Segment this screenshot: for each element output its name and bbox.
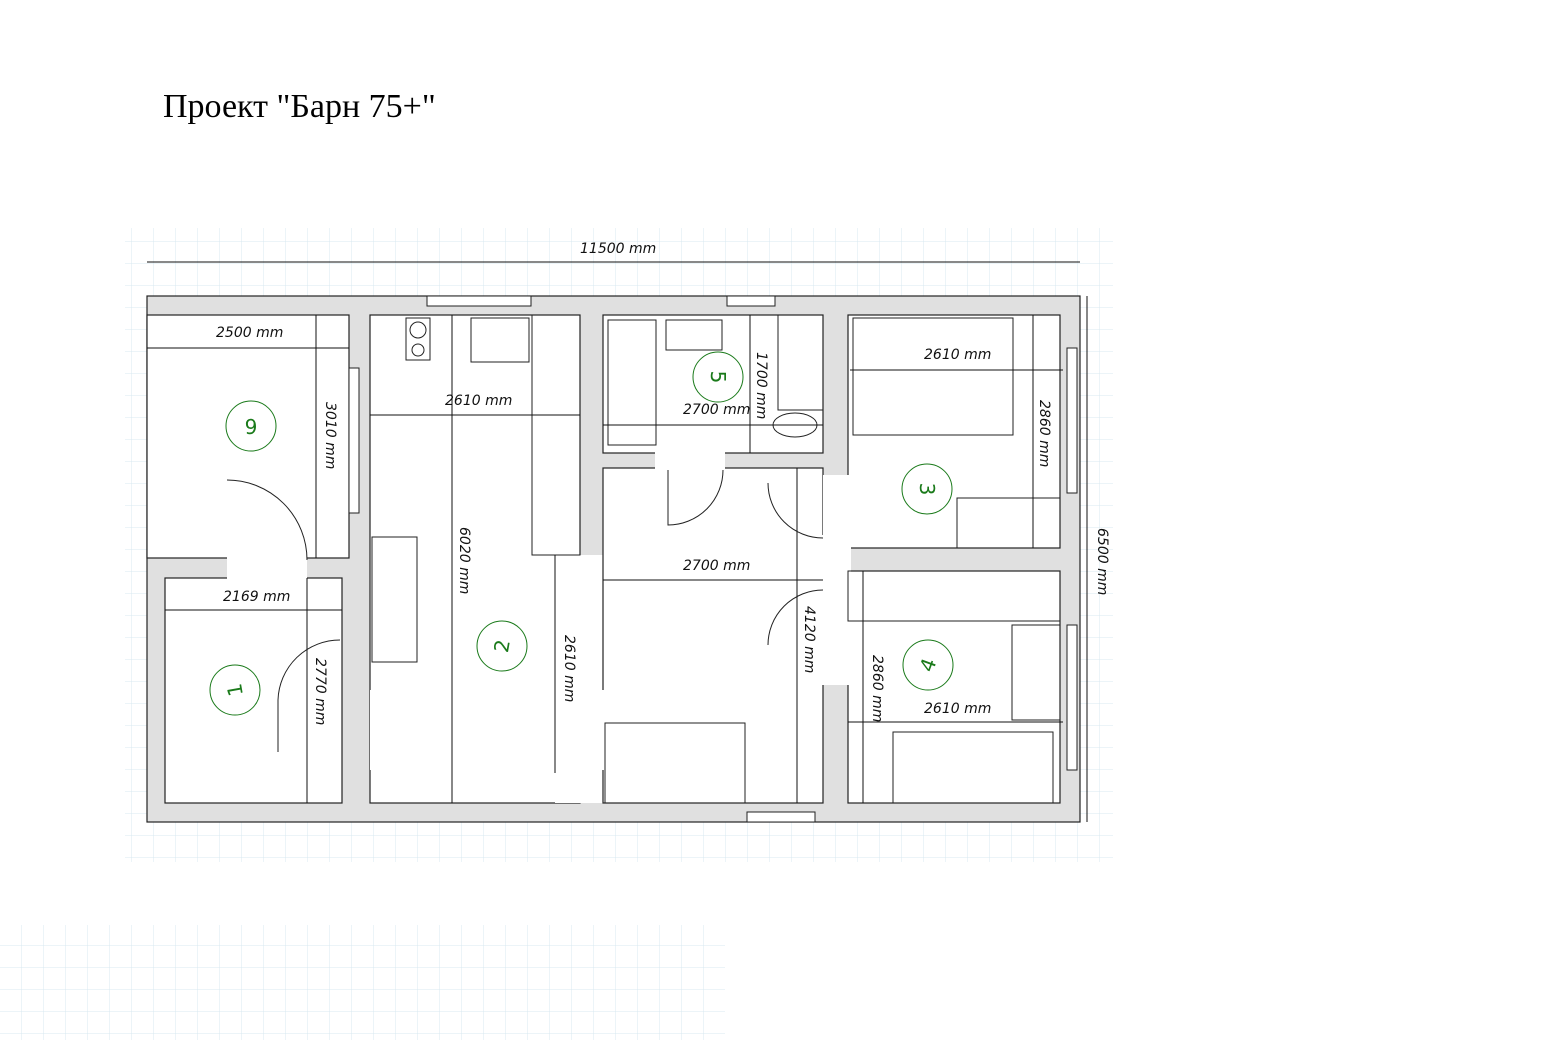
room-markers [209, 351, 954, 716]
windows [348, 295, 1078, 823]
dimension-label: 3010 mm [322, 402, 338, 469]
furniture [226, 314, 1061, 804]
dimension-label: 2770 mm [312, 658, 328, 725]
desk-icon [1011, 624, 1061, 721]
dimension-label: 4120 mm [801, 606, 817, 673]
project-title: Проект "Барн 75+" [163, 88, 436, 125]
grid-background-lower [0, 925, 725, 1040]
dimension-label: 2610 mm [924, 701, 991, 717]
dimension-label: 2169 mm [223, 589, 290, 605]
stove-icon [405, 317, 431, 361]
room-number-6: 6 [245, 414, 258, 438]
room-number-5: 5 [706, 371, 730, 384]
room-numbers: 6 1 2 3 4 5 [222, 371, 941, 699]
dimension-label: 2860 mm [869, 655, 885, 722]
dining-table-icon [371, 536, 418, 663]
dimension-label: 2860 mm [1036, 400, 1052, 467]
dimension-labels: 11500 mm 2500 mm 2610 mm 2700 mm 2610 mm… [216, 241, 1110, 725]
dimension-label: 2700 mm [683, 402, 750, 418]
dimension-label: 1700 mm [753, 352, 769, 419]
room-number-2: 2 [489, 638, 515, 655]
sink-icon [470, 317, 530, 363]
dimension-label: 2700 mm [683, 558, 750, 574]
dimension-label: 6020 mm [456, 527, 472, 594]
dimension-label: 2610 mm [445, 393, 512, 409]
dimension-label: 2610 mm [924, 347, 991, 363]
bathtub-icon [607, 319, 657, 446]
room-number-1: 1 [222, 682, 248, 699]
dimension-label: 2610 mm [561, 635, 577, 702]
sofa-icon [604, 722, 746, 804]
dimension-label: 2500 mm [216, 325, 283, 341]
room-number-3: 3 [915, 483, 939, 496]
dimension-label: 11500 mm [580, 241, 656, 257]
door-swings [226, 469, 824, 752]
dimension-label: 6500 mm [1094, 528, 1110, 595]
dimension-lines [147, 261, 1088, 822]
bed-icon [852, 317, 1014, 436]
bed-icon [892, 731, 1054, 804]
walls [146, 295, 1081, 823]
